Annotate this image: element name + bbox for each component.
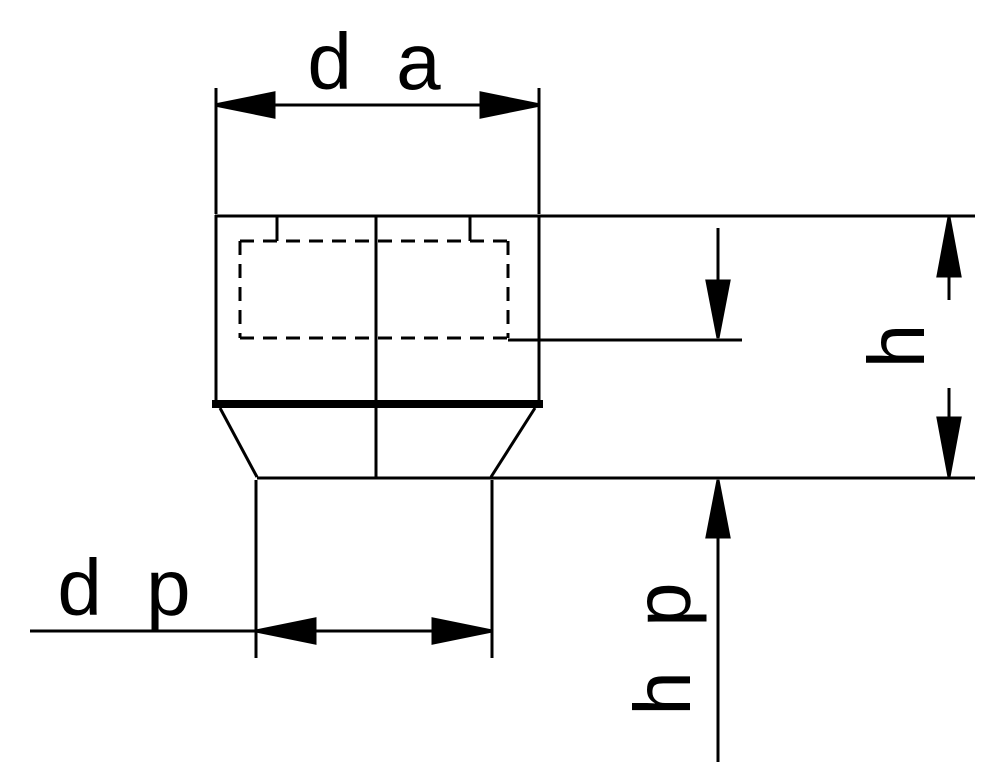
dimension-hp — [705, 228, 731, 762]
da-arrowhead-right — [479, 91, 541, 119]
h-arrowhead-top — [936, 216, 962, 278]
dimension-label-h: h — [852, 321, 941, 369]
dimension-label-hp: h p — [618, 580, 707, 716]
dimension-label-dp: d p — [57, 543, 193, 632]
hidden-bore-outline — [238, 239, 510, 340]
h-arrowhead-bottom — [936, 416, 962, 478]
dp-arrowhead-right — [431, 617, 493, 645]
part-taper-right-edge — [489, 407, 537, 478]
part-taper-left-edge — [218, 407, 259, 478]
dp-arrowhead-left — [255, 617, 317, 645]
dimension-da — [214, 88, 541, 214]
dimension-label-da: d a — [307, 17, 443, 106]
hp-arrowhead-up — [705, 479, 731, 539]
dimension-dp — [30, 480, 494, 658]
dimension-h — [936, 216, 962, 478]
da-arrowhead-left — [214, 91, 276, 119]
hp-arrowhead-down — [705, 279, 731, 339]
internal-features — [238, 215, 742, 478]
